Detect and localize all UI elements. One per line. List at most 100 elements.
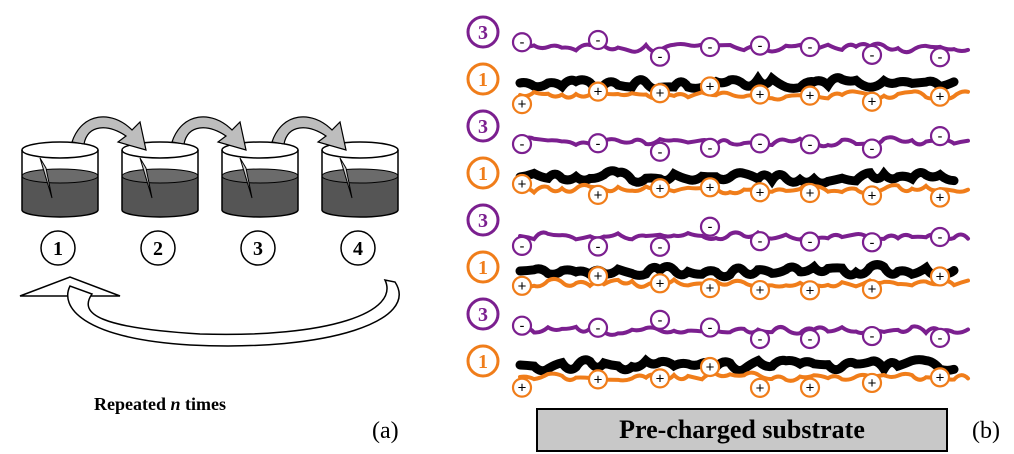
svg-text:+: + bbox=[594, 187, 603, 204]
charge-site: - bbox=[799, 134, 821, 155]
charge-site: - bbox=[929, 126, 951, 147]
svg-text:-: - bbox=[520, 34, 525, 51]
svg-text:-: - bbox=[708, 219, 713, 236]
svg-text:+: + bbox=[518, 96, 527, 113]
charge-site: - bbox=[749, 133, 771, 154]
multilayer-stack: 3--------1++++++++3--------1++++++++3---… bbox=[466, 15, 970, 398]
charge-site: - bbox=[861, 44, 883, 65]
svg-text:+: + bbox=[756, 380, 765, 397]
layer-7: 3-------- bbox=[466, 297, 970, 350]
svg-text:+: + bbox=[806, 185, 815, 202]
layer-label-circle bbox=[466, 156, 500, 190]
charge-site: - bbox=[699, 216, 721, 237]
charge-site: + bbox=[649, 273, 671, 294]
svg-text:+: + bbox=[706, 280, 715, 297]
charge-site: - bbox=[749, 231, 771, 252]
charge-site: - bbox=[699, 317, 721, 338]
charge-site: + bbox=[749, 182, 771, 203]
panel-a-label: (a) bbox=[372, 418, 399, 444]
transfer-arrows bbox=[71, 116, 347, 151]
charge-site: - bbox=[511, 235, 533, 256]
charge-site: + bbox=[799, 377, 821, 398]
layer-number: 1 bbox=[478, 351, 488, 373]
layer-6: 1++++++++ bbox=[466, 250, 970, 301]
polymer-strand bbox=[518, 229, 970, 242]
charge-site: + bbox=[749, 279, 771, 301]
dye-strand bbox=[515, 166, 959, 189]
layer-3: 3-------- bbox=[466, 109, 970, 162]
beaker-4: 4 bbox=[321, 141, 399, 266]
charge-site: + bbox=[587, 266, 609, 287]
layer-label-circle bbox=[466, 15, 500, 49]
svg-text:+: + bbox=[656, 180, 665, 197]
svg-text:+: + bbox=[756, 184, 765, 201]
layer-label-circle bbox=[466, 203, 500, 237]
svg-text:+: + bbox=[868, 281, 877, 298]
return-loop-arrow bbox=[19, 276, 400, 347]
svg-text:+: + bbox=[936, 268, 945, 285]
charge-site: + bbox=[511, 377, 533, 398]
dye-strand bbox=[515, 70, 959, 94]
charge-site: + bbox=[749, 84, 771, 105]
charge-site: + bbox=[649, 368, 671, 389]
charge-site: + bbox=[929, 266, 951, 287]
svg-text:-: - bbox=[658, 49, 663, 66]
charge-site: + bbox=[511, 275, 533, 296]
charge-site: + bbox=[699, 356, 721, 378]
svg-text:-: - bbox=[658, 144, 663, 161]
transfer-arrow-3 bbox=[271, 116, 347, 151]
layer-2: 1++++++++ bbox=[466, 62, 970, 115]
svg-text:+: + bbox=[518, 380, 527, 397]
layer-number: 3 bbox=[478, 210, 488, 232]
beaker-label-circle bbox=[140, 230, 176, 266]
charge-site: + bbox=[587, 184, 609, 205]
svg-text:-: - bbox=[708, 39, 713, 56]
svg-text:-: - bbox=[520, 136, 525, 153]
charge-site: - bbox=[799, 328, 821, 350]
beaker-2: 2 bbox=[121, 141, 199, 266]
beaker-3: 3 bbox=[221, 141, 299, 266]
svg-text:+: + bbox=[806, 282, 815, 299]
svg-text:-: - bbox=[870, 234, 875, 251]
layer-label-circle bbox=[466, 109, 500, 143]
beaker-number: 1 bbox=[53, 238, 63, 260]
charge-site: - bbox=[929, 226, 951, 248]
svg-text:-: - bbox=[808, 331, 813, 348]
svg-text:-: - bbox=[658, 239, 663, 256]
dye-strand bbox=[515, 354, 959, 378]
layer-label-circle bbox=[466, 297, 500, 331]
charge-site: - bbox=[929, 327, 951, 349]
charge-site: - bbox=[511, 315, 533, 336]
polymer-strand bbox=[518, 370, 970, 383]
polymer-strand bbox=[518, 276, 970, 289]
svg-text:+: + bbox=[936, 190, 945, 207]
layer-4: 1++++++++ bbox=[466, 156, 970, 208]
charge-site: - bbox=[799, 36, 821, 58]
layer-1: 3-------- bbox=[466, 15, 970, 68]
layer-number: 1 bbox=[478, 69, 488, 91]
svg-text:+: + bbox=[936, 369, 945, 386]
svg-text:+: + bbox=[868, 187, 877, 204]
svg-text:+: + bbox=[868, 94, 877, 111]
svg-text:-: - bbox=[596, 320, 601, 337]
svg-text:+: + bbox=[756, 86, 765, 103]
charge-site: + bbox=[799, 280, 821, 301]
charge-site: + bbox=[861, 91, 883, 112]
pre-charged-substrate: Pre-charged substrate bbox=[536, 408, 948, 452]
charge-site: + bbox=[749, 377, 771, 398]
charge-site: - bbox=[799, 231, 821, 252]
svg-text:+: + bbox=[806, 88, 815, 105]
charge-site: + bbox=[929, 367, 951, 388]
layer-label-circle bbox=[466, 62, 500, 96]
svg-text:-: - bbox=[758, 135, 763, 152]
panel-b-label: (b) bbox=[972, 418, 1000, 444]
charge-site: - bbox=[649, 309, 671, 330]
transfer-arrow-2 bbox=[171, 116, 247, 151]
charge-site: + bbox=[861, 185, 883, 206]
svg-text:+: + bbox=[868, 375, 877, 392]
svg-text:-: - bbox=[938, 229, 943, 246]
svg-text:+: + bbox=[706, 78, 715, 95]
charge-site: - bbox=[587, 29, 609, 51]
